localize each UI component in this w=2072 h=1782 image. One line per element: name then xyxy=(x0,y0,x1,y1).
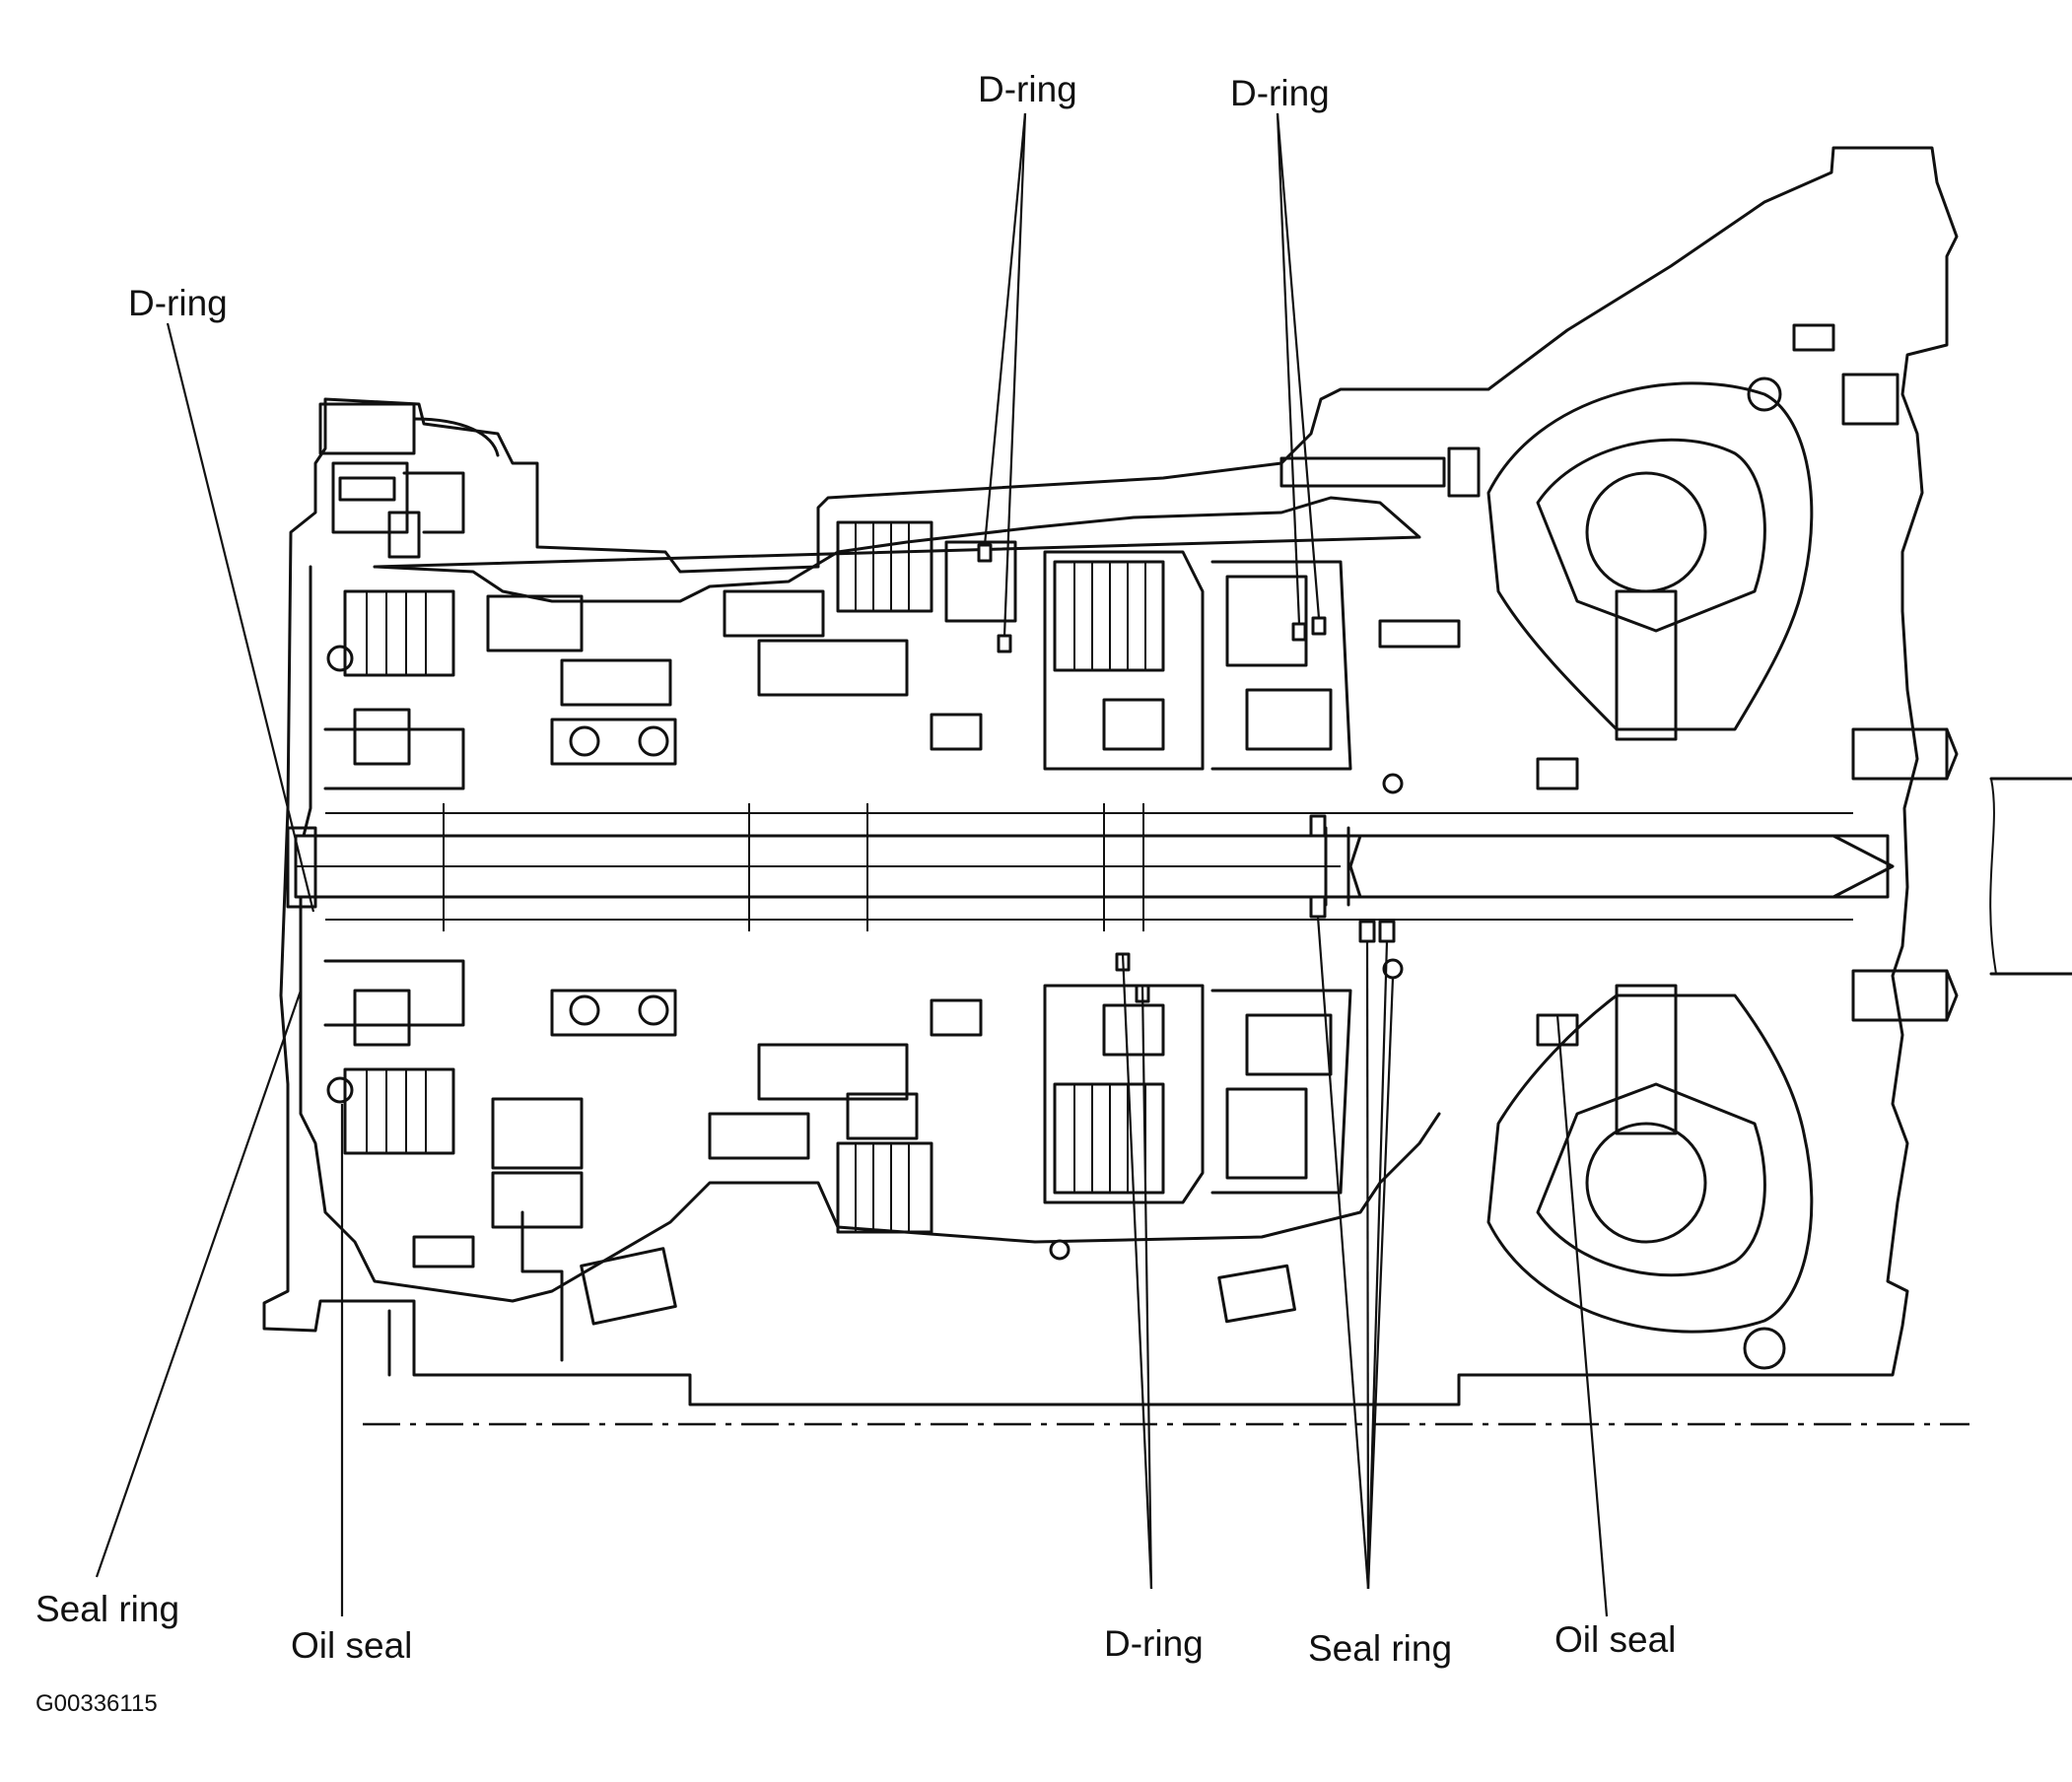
transmission-drawing xyxy=(262,146,2072,1426)
label-d-ring-top-left: D-ring xyxy=(128,283,228,323)
d-ring-marks xyxy=(977,543,1327,1003)
leader-d-ring-top-middle-2 xyxy=(1002,112,1027,637)
leader-seal-ring-left xyxy=(95,990,303,1578)
label-d-ring-bottom: D-ring xyxy=(1104,1623,1204,1664)
leader-seal-ring-bottom-4 xyxy=(1366,977,1395,1590)
lower-gear-set xyxy=(387,1210,1296,1377)
output-flange xyxy=(1989,777,2072,976)
leader-lines xyxy=(95,112,1609,1617)
leader-d-ring-top-left xyxy=(166,322,315,913)
leader-d-ring-bottom-1 xyxy=(1121,953,1153,1590)
front-bearings xyxy=(486,594,677,1229)
leader-d-ring-top-right-2 xyxy=(1276,112,1301,625)
transmission-case-outline xyxy=(262,146,1959,1406)
leader-d-ring-top-middle-1 xyxy=(983,112,1027,546)
seal-ring-marks xyxy=(1309,773,1404,980)
leader-seal-ring-bottom-3 xyxy=(1366,940,1389,1590)
label-d-ring-top-right: D-ring xyxy=(1230,73,1330,113)
leader-oil-seal-right xyxy=(1555,1014,1609,1617)
middle-clutch-assemblies xyxy=(708,520,1017,1234)
label-oil-seal-left: Oil seal xyxy=(291,1625,412,1666)
label-seal-ring-bottom: Seal ring xyxy=(1308,1628,1452,1669)
leader-d-ring-bottom-2 xyxy=(1140,985,1153,1590)
connector-block xyxy=(318,402,500,559)
inner-housing-contour xyxy=(299,496,1441,1303)
label-seal-ring-left: Seal ring xyxy=(35,1589,179,1629)
main-shaft xyxy=(286,803,1895,931)
leader-d-ring-top-right-1 xyxy=(1276,112,1321,619)
pan-plug-circle xyxy=(1049,1239,1071,1261)
callout-labels: D-ring D-ring D-ring Seal ring Oil seal … xyxy=(35,69,1676,1717)
leader-seal-ring-bottom-1 xyxy=(1316,916,1370,1590)
label-oil-seal-right: Oil seal xyxy=(1554,1619,1676,1660)
leader-seal-ring-bottom-2 xyxy=(1365,940,1370,1590)
housing-bolts xyxy=(1279,323,1959,1022)
center-clutch-drums xyxy=(1043,550,1352,1204)
label-d-ring-top-middle: D-ring xyxy=(978,69,1077,109)
figure-code: G00336115 xyxy=(35,1690,158,1717)
front-clutch-pack-left xyxy=(323,589,465,1155)
